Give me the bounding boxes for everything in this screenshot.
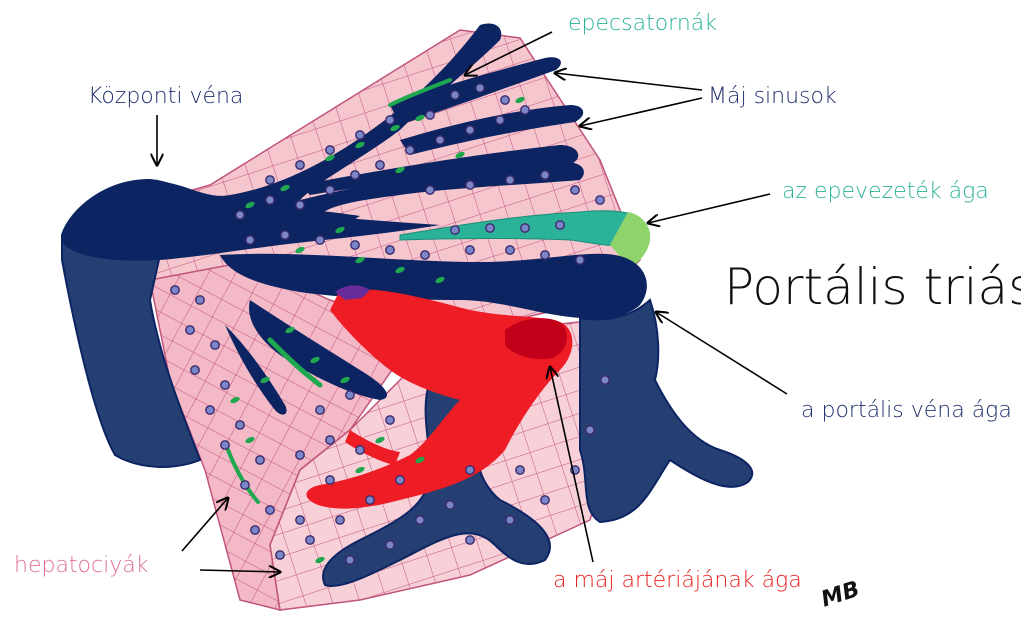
- signature: MB: [818, 577, 863, 613]
- hepatocyte-nucleus: [186, 326, 194, 334]
- hepatocyte-nucleus: [251, 526, 259, 534]
- hepatocyte-nucleus: [426, 186, 434, 194]
- hepatocyte-nucleus: [241, 481, 249, 489]
- hepatocyte-nucleus: [426, 111, 434, 119]
- hepatocyte-nucleus: [356, 131, 364, 139]
- hepatocyte-nucleus: [396, 476, 404, 484]
- hepatocyte-nucleus: [406, 146, 414, 154]
- hepatocyte-nucleus: [541, 496, 549, 504]
- hepatocyte-nucleus: [501, 96, 509, 104]
- arrow-sinusoid-lower: [580, 98, 702, 126]
- hepatocyte-nucleus: [571, 186, 579, 194]
- hepatocyte-nucleus: [326, 146, 334, 154]
- hepatocyte-nucleus: [296, 516, 304, 524]
- hepatocyte-nucleus: [206, 406, 214, 414]
- hepatocyte-nucleus: [476, 84, 484, 92]
- hepatocyte-nucleus: [386, 541, 394, 549]
- hepatocyte-nucleus: [296, 161, 304, 169]
- hepatocyte-nucleus: [446, 501, 454, 509]
- arrow-bile-duct-branch: [648, 194, 770, 223]
- hepatocyte-nucleus: [376, 161, 384, 169]
- hepatocyte-nucleus: [451, 226, 459, 234]
- hepatocyte-nucleus: [466, 536, 474, 544]
- hepatocyte-nucleus: [496, 116, 504, 124]
- hepatocyte-nucleus: [246, 236, 254, 244]
- hepatocyte-nucleus: [336, 516, 344, 524]
- bile-canaliculi-label: epecsatornák: [568, 13, 717, 35]
- hepatocyte-nucleus: [266, 506, 274, 514]
- hepatocyte-nucleus: [506, 176, 514, 184]
- hepatocyte-nucleus: [221, 381, 229, 389]
- hepatocyte-nucleus: [556, 221, 564, 229]
- hepatocyte-nucleus: [276, 551, 284, 559]
- hepatocyte-nucleus: [586, 426, 594, 434]
- hepatocyte-nucleus: [256, 456, 264, 464]
- hepatocyte-nucleus: [236, 421, 244, 429]
- hepatocyte-nucleus: [326, 436, 334, 444]
- hepatic-artery-branch-label: a máj artériájának ága: [553, 570, 802, 592]
- hepatocyte-nucleus: [466, 246, 474, 254]
- hepatocyte-nucleus: [346, 391, 354, 399]
- hepatocyte-nucleus: [421, 251, 429, 259]
- hepatocyte-nucleus: [366, 496, 374, 504]
- hepatocytes-label: hepatociyák: [14, 555, 148, 577]
- hepatocyte-nucleus: [416, 516, 424, 524]
- hepatocyte-nucleus: [356, 446, 364, 454]
- hepatocyte-nucleus: [486, 224, 494, 232]
- hepatocyte-nucleus: [171, 286, 179, 294]
- hepatocyte-nucleus: [326, 476, 334, 484]
- hepatocyte-nucleus: [436, 136, 444, 144]
- page-title: Portális triász: [724, 262, 1021, 312]
- hepatocyte-nucleus: [576, 256, 584, 264]
- hepatocyte-nucleus: [351, 171, 359, 179]
- hepatocyte-nucleus: [521, 224, 529, 232]
- hepatocyte-nucleus: [466, 466, 474, 474]
- hepatocyte-nucleus: [506, 246, 514, 254]
- hepatocyte-nucleus: [236, 211, 244, 219]
- hepatocyte-nucleus: [506, 516, 514, 524]
- hepatocyte-nucleus: [451, 91, 459, 99]
- hepatocyte-nucleus: [196, 296, 204, 304]
- hepatocyte-nucleus: [191, 366, 199, 374]
- hepatocyte-nucleus: [281, 231, 289, 239]
- liver-sinusoids-label: Máj sinusok: [708, 86, 837, 108]
- hepatocyte-nucleus: [346, 556, 354, 564]
- hepatocyte-nucleus: [466, 126, 474, 134]
- hepatocyte-nucleus: [601, 376, 609, 384]
- hepatocyte-nucleus: [266, 176, 274, 184]
- hepatocyte-nucleus: [211, 341, 219, 349]
- hepatocyte-nucleus: [541, 171, 549, 179]
- hepatocyte-nucleus: [296, 201, 304, 209]
- hepatocyte-nucleus: [521, 106, 529, 114]
- hepatocyte-nucleus: [541, 251, 549, 259]
- hepatocyte-nucleus: [351, 241, 359, 249]
- hepatocyte-nucleus: [296, 451, 304, 459]
- hepatocyte-nucleus: [386, 416, 394, 424]
- portal-vein-side: [580, 300, 752, 522]
- hepatocyte-nucleus: [221, 441, 229, 449]
- hepatocyte-nucleus: [386, 116, 394, 124]
- hepatocyte-nucleus: [466, 181, 474, 189]
- arrow-portal-vein-branch: [656, 312, 787, 394]
- central-vein-label: Központi véna: [88, 86, 243, 108]
- hepatocyte-nucleus: [386, 246, 394, 254]
- arrow-sinusoid-upper: [555, 73, 702, 90]
- hepatocyte-nucleus: [306, 536, 314, 544]
- hepatocyte-nucleus: [316, 406, 324, 414]
- bile-duct-branch-label: az epevezeték ága: [782, 181, 989, 203]
- hepatocyte-nucleus: [316, 236, 324, 244]
- hepatocyte-nucleus: [326, 186, 334, 194]
- hepatocyte-nucleus: [516, 466, 524, 474]
- hepatocyte-nucleus: [266, 196, 274, 204]
- portal-vein-branch-label: a portális véna ága: [801, 400, 1012, 422]
- hepatocyte-nucleus: [596, 196, 604, 204]
